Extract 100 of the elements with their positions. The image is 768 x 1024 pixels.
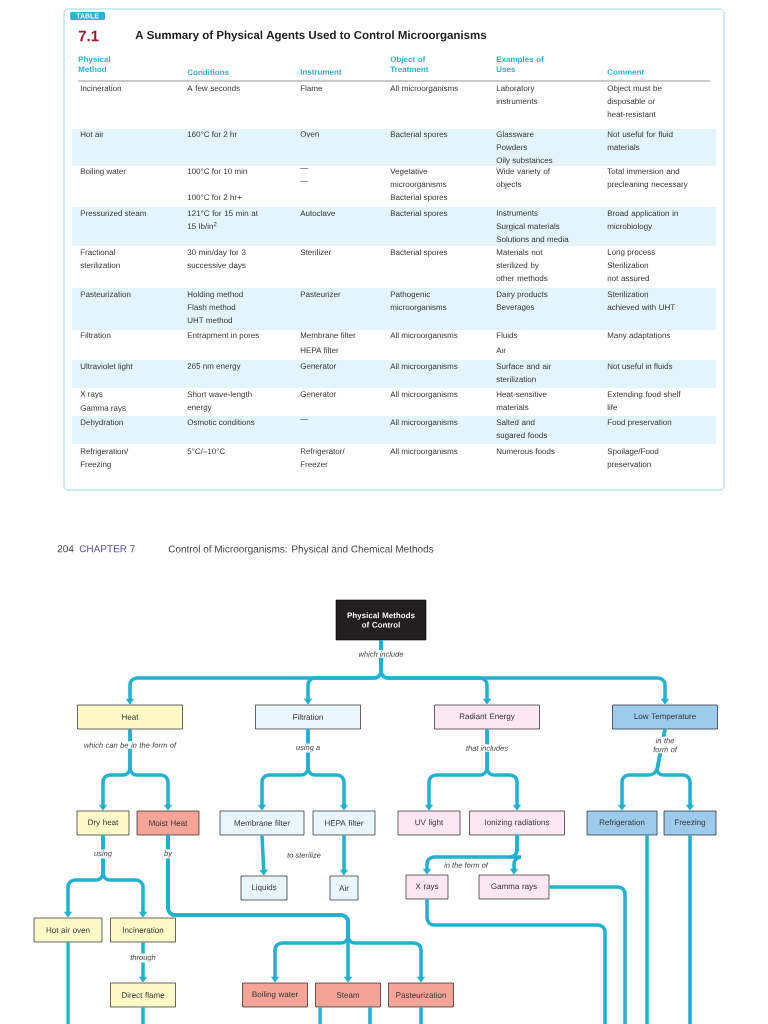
concept-box: Low Temperature xyxy=(612,704,718,730)
table-entry: Dehydration xyxy=(80,419,123,427)
table-entry: Flash method xyxy=(187,304,236,311)
table-entry: Autoclave xyxy=(300,210,335,217)
concept-box: Steam xyxy=(315,982,381,1008)
chapter-label: CHAPTER 7 xyxy=(79,545,135,553)
connector-line xyxy=(318,1007,322,1024)
table-entry: Powders xyxy=(496,144,528,151)
table-entry: HEPA filter xyxy=(300,347,339,354)
concept-box: Freezing xyxy=(663,810,717,836)
table-entry: Instruments xyxy=(496,210,538,216)
concept-box: X rays xyxy=(405,874,449,900)
connector-line xyxy=(66,942,70,1024)
table-entry: Membrane filter xyxy=(300,332,356,339)
table-entry: Laboratory instruments xyxy=(496,85,538,105)
table-entry: Pasteurization xyxy=(80,291,131,298)
table-entry: Osmotic conditions xyxy=(187,419,255,426)
table-entry: Generator xyxy=(300,391,337,397)
table-number: 7.1 xyxy=(78,30,99,42)
table-entry: Solutions and media xyxy=(496,236,569,243)
table-entry: Salted and sugared foods xyxy=(496,419,548,440)
table-entry: UHT method xyxy=(187,317,233,324)
table-entry: Fluids xyxy=(496,332,518,339)
column-header: Conditions xyxy=(187,69,229,76)
table-entry: Refrigerator/ Freezer xyxy=(300,448,345,468)
column-header: Comment xyxy=(607,69,644,75)
table-entry: Surgical materials xyxy=(496,223,560,231)
table-entry: Heat-sensitive materials xyxy=(496,391,547,411)
table-entry: Numerous foods xyxy=(496,448,555,455)
concept-box: Physical Methods of Control xyxy=(335,599,427,641)
table-entry: Beverages xyxy=(496,304,535,312)
concept-box: Dry heat xyxy=(76,810,130,836)
table-entry: Broad application in microbiology xyxy=(607,210,678,231)
table-entry: Bacterial spores xyxy=(390,210,448,218)
concept-box: Ionizing radiations xyxy=(469,810,565,836)
table-entry: All microorganisms xyxy=(390,85,458,93)
column-header: Instrument xyxy=(300,69,342,75)
concept-box: Heat xyxy=(77,704,183,730)
concept-box: Air xyxy=(329,875,359,901)
table-entry: All microorganisms xyxy=(390,391,458,399)
table-entry: Ultraviolet light xyxy=(80,363,133,371)
table-entry: X rays xyxy=(80,391,103,399)
table-entry: Pressurized steam xyxy=(80,210,146,217)
concept-box: Membrane filter xyxy=(219,810,305,836)
table-entry: Bacterial spores xyxy=(390,131,448,139)
concept-box: Moist Heat xyxy=(136,810,200,836)
table-entry: Dairy products xyxy=(496,291,548,299)
connector-line xyxy=(419,1007,423,1024)
arrow xyxy=(101,835,148,918)
arrow xyxy=(128,729,173,811)
table-entry: Filtration xyxy=(80,332,111,339)
table-entry: 100°C for 10 min xyxy=(187,168,247,175)
table-entry: Refrigeration/ Freezing xyxy=(80,448,129,469)
table-entry: Generator xyxy=(300,363,337,369)
table-entry: Materials not sterilized by other methods xyxy=(496,249,548,282)
table-entry: Bacterial spores xyxy=(390,249,448,257)
table-entry: Wide variety of objects xyxy=(496,168,550,189)
table-entry: Incineration xyxy=(80,85,122,92)
table-entry: Flame xyxy=(300,85,323,92)
concept-box: Gamma rays xyxy=(478,874,550,900)
table-entry: — xyxy=(300,419,309,420)
table-entry: 100°C for 2 hr+ xyxy=(187,194,242,201)
running-head: Control of Microorganisms: Physical and Chemical Methods xyxy=(168,545,434,555)
table-entry: All microorganisms xyxy=(390,448,458,456)
table-entry: Many adaptations xyxy=(607,332,671,340)
table-entry: Hot air xyxy=(80,131,104,138)
table-entry: Surface and air sterilization xyxy=(496,363,552,383)
table-entry: 30 min/day for 3 successive days xyxy=(187,249,246,270)
table-entry: Glassware xyxy=(496,131,534,138)
table-entry: Oven xyxy=(300,131,319,137)
table-entry: 5°C/–10°C xyxy=(187,448,225,455)
concept-box: Incineration xyxy=(110,917,176,943)
table-entry: — xyxy=(300,181,309,182)
table-entry: Air xyxy=(496,347,506,353)
table-entry: Not useful for fluid materials xyxy=(607,131,673,151)
table-entry: Short wave-length energy xyxy=(187,391,252,412)
table-entry: 121°C for 15 min at 15 lb/in$^{2}$ xyxy=(187,210,258,230)
table-entry: Bacterial spores xyxy=(390,194,448,202)
table-entry: Long process xyxy=(607,249,655,257)
column-header: Examples of Uses xyxy=(496,56,544,73)
column-header: Physical Method xyxy=(78,56,111,73)
connector-line xyxy=(368,1007,372,1024)
concept-box: Hot air oven xyxy=(33,917,103,943)
table-entry: Not useful in fluids xyxy=(607,363,673,370)
connector-line xyxy=(688,835,692,1024)
table-entry: A few seconds xyxy=(187,85,240,92)
table-entry: Pathogenic microorganisms xyxy=(390,291,447,312)
table-entry: Object must be disposable or heat-resistant xyxy=(607,85,662,118)
table-entry: Gamma rays xyxy=(80,405,126,413)
table-entry: Sterilization achieved with UHT xyxy=(607,291,676,311)
arrow xyxy=(508,835,523,875)
concept-box: Direct flame xyxy=(110,982,176,1008)
concept-box: Boiling water xyxy=(242,982,308,1008)
table-entry: — xyxy=(300,168,309,169)
concept-box: UV light xyxy=(397,810,461,836)
table-entry: Total immersion and precleaning necessary xyxy=(607,168,688,189)
table-entry: All microorganisms xyxy=(390,363,458,371)
connector-line xyxy=(645,835,649,1024)
arrow xyxy=(379,640,670,705)
arrow xyxy=(306,729,349,811)
